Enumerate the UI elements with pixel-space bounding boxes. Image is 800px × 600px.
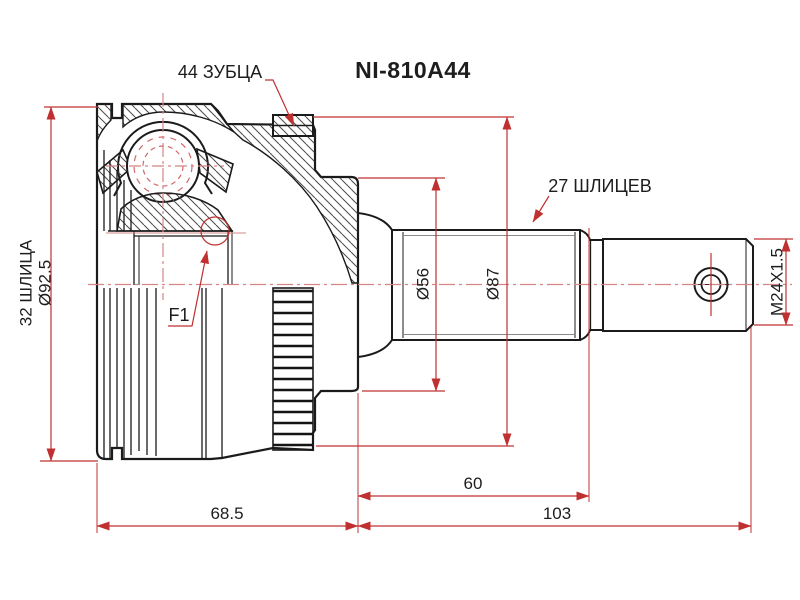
abs-teeth-callout: 44 ЗУБЦА bbox=[178, 62, 262, 82]
body-diameter-label: Ø92.5 bbox=[35, 260, 54, 306]
boot-seat-diameter-label: Ø56 bbox=[413, 268, 432, 300]
part-number-label: NI-810A44 bbox=[355, 57, 471, 83]
shoulder-fillet-bottom bbox=[357, 339, 393, 358]
abs-ring-diameter-label: Ø87 bbox=[483, 268, 502, 300]
leader-f1 bbox=[168, 250, 209, 327]
drawing-labels: NI-810A44 44 ЗУБЦА 27 ШЛИЦЕВ F1 32 ШЛИЦА… bbox=[16, 57, 786, 523]
bell-length-label: 68.5 bbox=[210, 504, 243, 523]
neck-top bbox=[579, 229, 603, 241]
leader-abs-teeth bbox=[265, 79, 295, 127]
dimension-linework bbox=[40, 79, 793, 533]
section-hatch-nose bbox=[225, 123, 359, 284]
outer-splines-callout: 27 ШЛИЦЕВ bbox=[548, 176, 652, 196]
shaft-length-label: 103 bbox=[543, 504, 571, 523]
bell-housing bbox=[95, 102, 360, 461]
f1-callout: F1 bbox=[168, 305, 189, 325]
neck-bottom bbox=[579, 329, 603, 341]
shoulder-fillet-top bbox=[357, 212, 393, 231]
abs-tone-ring bbox=[272, 114, 314, 137]
spline-length-label: 60 bbox=[464, 474, 483, 493]
thread-spec-label: M24X1.5 bbox=[767, 248, 786, 316]
boot-groove-ribs bbox=[272, 287, 314, 451]
cup-wall-lines-bottom bbox=[103, 288, 223, 459]
section-hatch-left-corner bbox=[96, 103, 112, 142]
inner-splines-label: 32 ШЛИЦА bbox=[16, 239, 35, 326]
leader-outer-splines bbox=[532, 195, 550, 223]
cup-wall-lines-top bbox=[103, 150, 132, 231]
f1-detail-circle bbox=[200, 216, 230, 246]
